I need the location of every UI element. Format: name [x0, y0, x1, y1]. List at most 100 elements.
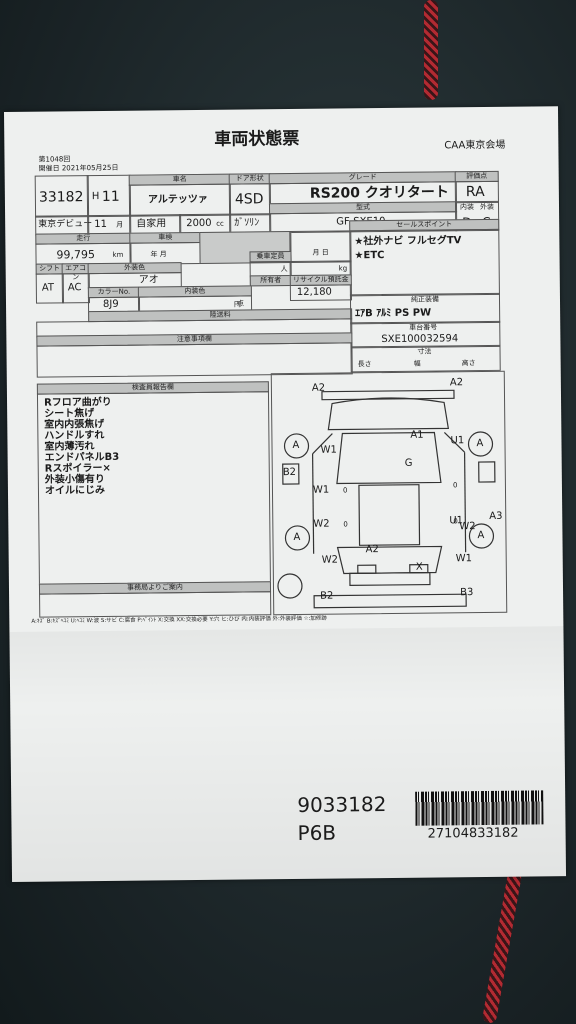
- door-type: 4SD: [234, 191, 264, 208]
- inspector-note-7: Rスポイラー×: [44, 462, 111, 475]
- inspector-note-8: 外装小傷有り: [44, 473, 105, 486]
- inspector-note-4: ハンドルすれ: [44, 429, 105, 442]
- ac-box: AC: [61, 273, 91, 304]
- label-x: X: [415, 561, 423, 573]
- dealer-box: [39, 591, 272, 618]
- inspector-box: Rフロア曲がり シート焦げ 室内内張焦げ ハンドルすれ 室内薄汚れ エンドパネル…: [36, 391, 271, 586]
- label-b2-rear: B2: [320, 590, 334, 602]
- model-year: 11: [101, 188, 120, 205]
- recycle-date-box: 月 日: [289, 230, 352, 264]
- sales-point-2: ★ETC: [354, 250, 385, 262]
- sheet-title: 車両状態票: [214, 128, 300, 150]
- overall-score: RA: [465, 183, 485, 201]
- inspection-unit: 年 月: [150, 250, 167, 259]
- model-month: 11: [94, 218, 107, 231]
- displacement: 2000: [186, 217, 212, 230]
- mileage: 99,795: [56, 248, 96, 262]
- car-name: アルテッツァ: [147, 193, 208, 206]
- ac: AC: [67, 282, 82, 294]
- session-number: 第1048回: [38, 155, 71, 164]
- equipment: ｴｱB ｱﾙﾐ PS PW: [355, 307, 432, 320]
- label-b3: B3: [460, 587, 474, 599]
- color-number: 8J9: [102, 298, 119, 310]
- label-a1: A1: [410, 429, 424, 441]
- vehicle-condition-sheet: 車両状態票 CAA東京会場 第1048回 開催日 2021年05月25日 331…: [4, 106, 567, 882]
- sales-points-box: ★社外ナビ フルセグTV ★ETC: [349, 228, 500, 297]
- label-a2-rear: A2: [365, 544, 379, 556]
- recycle-yen-unit: 円: [233, 300, 242, 309]
- label-w1-rear-right: W1: [455, 553, 473, 565]
- lot-number-box: 33182: [34, 175, 90, 218]
- label-a3: A3: [489, 510, 503, 522]
- int-grade-header: 内装: [459, 203, 475, 212]
- load-unit: kg: [338, 264, 348, 273]
- paper-fold-shadow: [9, 626, 567, 882]
- usage: 自家用: [136, 218, 167, 230]
- label-w2-right-mid: W2: [459, 521, 476, 533]
- sales-point-1: ★社外ナビ フルセグTV: [354, 235, 462, 248]
- era-letter: H: [91, 191, 100, 203]
- dims-header: 寸法: [417, 347, 432, 356]
- chassis-number: SXE100032594: [381, 333, 459, 346]
- dims-length: 長さ: [357, 360, 372, 369]
- door-box: 4SD: [228, 183, 272, 216]
- inspector-note-3: 室内内張焦げ: [44, 418, 105, 431]
- label-g: G: [404, 457, 413, 469]
- capacity-unit: 人: [280, 265, 288, 274]
- label-w2-left: W2: [313, 518, 330, 530]
- stock-number: 9033182: [297, 792, 387, 817]
- label-a-rear-left: A: [293, 531, 301, 543]
- label-a-front-left: A: [292, 439, 300, 451]
- label-w2-rear-left: W2: [321, 554, 339, 566]
- label-a2-top-left: A2: [311, 382, 326, 394]
- year-box: H 11: [86, 174, 132, 218]
- label-a2-top-right: A2: [449, 377, 464, 389]
- recycle-fee: 12,180: [296, 286, 332, 298]
- inspector-note-5: 室内薄汚れ: [44, 441, 95, 453]
- equipment-box: 純正装備 ｴｱB ｱﾙﾐ PS PW: [349, 292, 501, 325]
- dims-height: 高さ: [461, 359, 476, 368]
- inspector-note-9: オイルにじみ: [44, 484, 106, 497]
- venue-label: CAA東京会場: [444, 139, 506, 152]
- label-zero-4: 0: [453, 517, 458, 526]
- inspection-box: 年 月: [129, 241, 202, 265]
- label-zero-1: 0: [342, 486, 348, 495]
- chassis-header: 車台番号: [409, 323, 438, 332]
- inspector-note-1: Rフロア曲がり: [43, 396, 112, 409]
- label-b2-left: B2: [282, 466, 297, 479]
- shift-box: AT: [35, 273, 65, 304]
- damage-legend: A:ｷｽﾞ B:ｷｽﾞﾍｺﾐ U:ﾍｺﾐ W:波 S:サビ C:腐食 P:ﾍﾟｲ…: [31, 615, 327, 625]
- label-zero-3: 0: [452, 481, 458, 490]
- lot-number: 33182: [38, 189, 84, 206]
- seat-red-trim-top: [424, 0, 438, 100]
- barcode: [415, 790, 544, 826]
- recycle-day: 月 日: [312, 248, 329, 257]
- cc-unit: cc: [216, 219, 224, 228]
- make-label: 東京デビュー: [38, 219, 93, 230]
- fuel-type: ｶﾞｿﾘﾝ: [234, 217, 260, 229]
- label-a-front-right: A: [476, 437, 484, 450]
- inspector-note-2: シート焦げ: [44, 408, 95, 420]
- body-color: アオ: [138, 274, 159, 286]
- grade-name: RS200 クオリタート: [309, 184, 449, 202]
- owners-header: 所有者: [249, 274, 292, 287]
- recycle-fee-box: 12,180: [289, 284, 352, 302]
- barcode-number: 27104833182: [427, 825, 519, 842]
- label-a-rear-right: A: [477, 529, 485, 542]
- dimensions-box: 寸法 長さ 幅 高さ: [350, 344, 501, 373]
- label-u1: U1: [450, 435, 465, 447]
- car-outline-diagram: [277, 389, 496, 609]
- label-w1-front-left: W1: [320, 444, 337, 456]
- equipment-header: 純正装備: [410, 295, 440, 304]
- label-w1-left: W1: [312, 484, 330, 496]
- auction-date: 開催日 2021年05月25日: [38, 163, 119, 173]
- stock-code: P6B: [297, 820, 337, 845]
- dims-width: 幅: [413, 359, 421, 368]
- car-name-box: アルテッツァ: [128, 183, 232, 217]
- km-unit: km: [112, 250, 124, 259]
- label-zero-2: 0: [343, 520, 348, 529]
- month-unit: 月: [116, 220, 124, 229]
- damage-diagram: A2 A2 A1 G U1 B2 W1 W1 W2 W2 A2 U1 A3 W1…: [270, 370, 508, 616]
- ext-grade-header: 外装: [479, 202, 495, 212]
- shift: AT: [41, 282, 55, 294]
